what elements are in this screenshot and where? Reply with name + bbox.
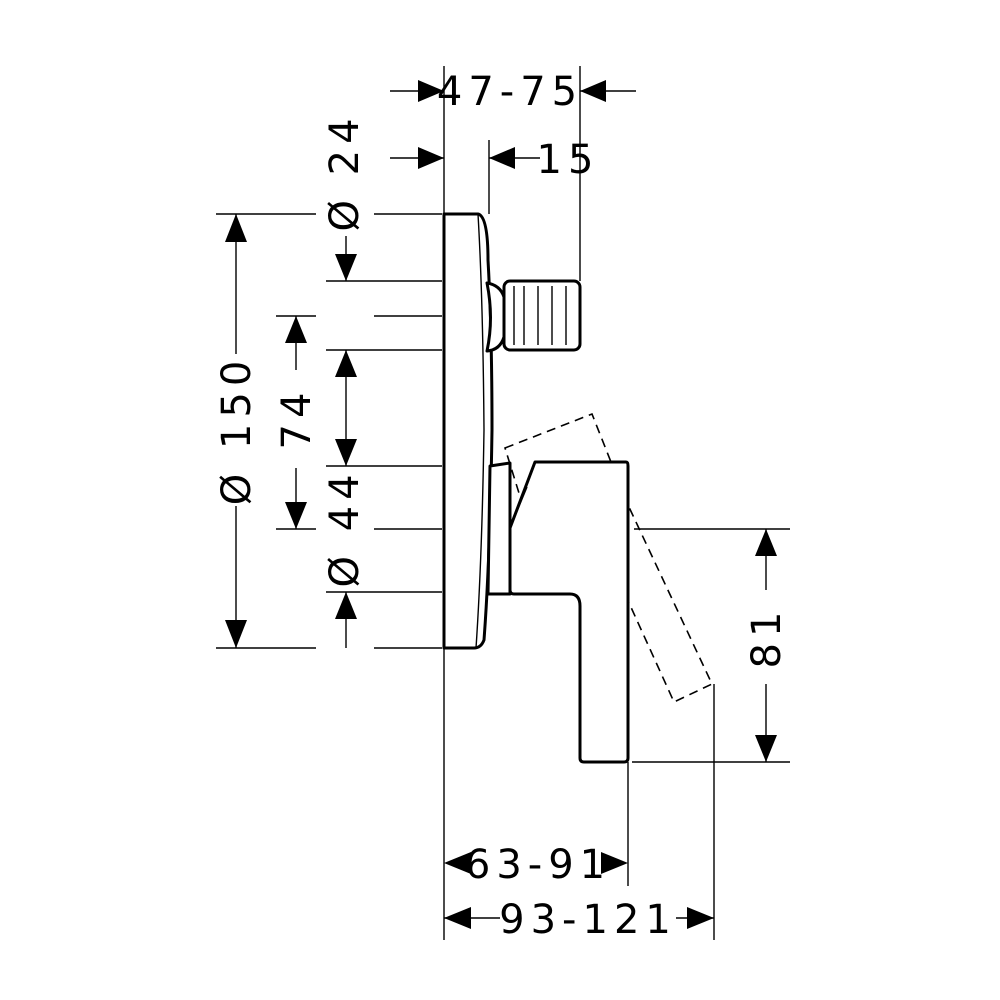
dimension-label-wall-to-handle-front: 63-91 — [465, 842, 611, 888]
spout-nut — [485, 281, 506, 353]
dimension-label-rosette-diameter: Ø 150 — [214, 355, 260, 506]
rosette-plate — [442, 212, 494, 650]
dimension-label-spout-to-handle-spacing: 74 — [274, 387, 320, 450]
handle-lever — [508, 460, 630, 764]
dimension-label-wall-to-handle-tip: 93-121 — [499, 897, 677, 943]
dimension-label-handle-length: 81 — [744, 606, 790, 669]
dimension-label-spout-diameter: Ø 24 — [322, 112, 368, 231]
handle-body — [486, 461, 512, 596]
dimension-label-wall-to-spout-end: 47-75 — [437, 69, 583, 115]
dimension-label-handle-diameter: Ø 44 — [322, 468, 368, 587]
dimension-label-wall-to-spout-start: 15 — [537, 137, 600, 183]
dimension-lines — [225, 80, 777, 929]
spout-outlet — [502, 279, 582, 352]
mixer-body — [442, 212, 714, 764]
